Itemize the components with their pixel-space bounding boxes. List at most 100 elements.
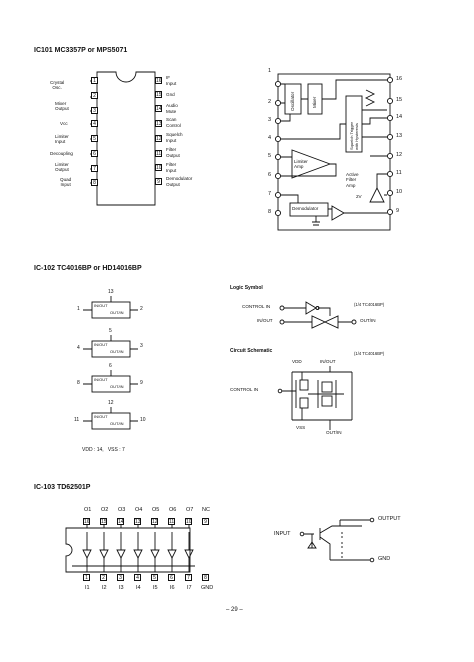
pin-3: 3 (91, 107, 98, 114)
active-filter-label: Active Filter Amp (346, 172, 359, 188)
output-label: O7 (186, 507, 194, 513)
pin-label-crystal: Crystal Osc. (50, 80, 65, 90)
input-label: I7 (187, 585, 192, 591)
input-label: I2 (102, 585, 107, 591)
pin: 13 (134, 518, 141, 525)
block-num: 14 (396, 114, 403, 120)
switch-in: IN/OUT (94, 342, 108, 347)
pin-1: 1 (91, 77, 98, 84)
pin-label-mixer: Mixer Output (55, 101, 69, 111)
vdd-vss-note: VDD : 14, VSS : 7 (82, 447, 125, 453)
pin-11: 11 (74, 417, 80, 423)
out-in-label-2: OUT/IN (326, 430, 342, 435)
pin-5: 5 (91, 135, 98, 142)
output-label: O1 (84, 507, 92, 513)
block-num: 8 (268, 209, 272, 215)
pin: 6 (168, 574, 175, 581)
input-label: I6 (170, 585, 175, 591)
block-num: 11 (396, 170, 402, 176)
ic101-title: IC101 MC3357P or MPS5071 (34, 47, 128, 54)
input-label: I5 (153, 585, 158, 591)
control-in-label-2: CONTROL IN (230, 387, 259, 392)
pin-label-quad: Quad Input (60, 177, 72, 187)
in-out-label-2: IN/OUT (320, 359, 336, 364)
block-num: 4 (268, 135, 272, 141)
switch-out: OUT/IN (110, 349, 124, 354)
pin: 11 (168, 518, 175, 525)
pin: 14 (117, 518, 124, 525)
logic-symbol-title: Logic Symbol (230, 285, 263, 291)
pin-10: 10 (140, 417, 146, 423)
pin-11: 11 (155, 150, 162, 157)
pin: 12 (151, 518, 158, 525)
pin-4: 4 (77, 345, 80, 351)
switch-in: IN/OUT (94, 414, 108, 419)
pin-label-limiter-in: Limiter Input (55, 134, 69, 144)
pin: 15 (100, 518, 107, 525)
pin-label-if: IF Input (166, 75, 177, 86)
pin-14: 14 (155, 105, 162, 112)
pin-13: 13 (108, 289, 114, 295)
pin-3: 3 (140, 343, 143, 349)
vdd-label: VDD (292, 359, 302, 364)
block-num: 7 (268, 191, 272, 197)
pin: 10 (185, 518, 192, 525)
block-num: 13 (396, 133, 403, 139)
gnd-pin-label: GND (201, 585, 214, 591)
input-label: I3 (119, 585, 124, 591)
ic103-drivers (72, 532, 195, 572)
input-label: I1 (85, 585, 90, 591)
pin-2: 2 (140, 306, 143, 312)
pin-label-scan: Scan Control (166, 117, 181, 128)
pin-9: 9 (140, 380, 143, 386)
switch-out: OUT/IN (110, 421, 124, 426)
output-label: O6 (169, 507, 177, 513)
pin: 1 (83, 574, 90, 581)
pin-label-filter-out: Filter Output (166, 147, 180, 158)
pin-4: 4 (91, 120, 98, 127)
block-num: 16 (396, 76, 403, 82)
quarter-note-2: (1/4 TC4016BP) (354, 351, 385, 356)
block-pin-circles-left (274, 80, 282, 217)
pin-12: 12 (155, 135, 162, 142)
pin-9: 9 (155, 178, 162, 185)
quarter-note: (1/4 TC4016BP) (354, 302, 385, 307)
input-label: INPUT (274, 531, 291, 537)
switch-out: OUT/IN (110, 384, 124, 389)
gnd-label: GND (378, 556, 391, 562)
oscillator-label: Oscillator (290, 91, 295, 111)
block-num: 9 (396, 208, 400, 214)
block-num: 15 (396, 97, 403, 103)
pin-label-squelch: Squelch Input (166, 132, 183, 143)
schematic-title: Circuit Schematic (230, 348, 273, 354)
mixer-label: Mixer (312, 96, 317, 108)
filter-triangle (369, 186, 385, 203)
output-label: O3 (118, 507, 126, 513)
pin: 7 (185, 574, 192, 581)
pin-12: 12 (108, 400, 114, 406)
switch-out: OUT/IN (110, 310, 124, 315)
limiter-label: Limiter Amp (294, 159, 308, 170)
output-label: OUTPUT (378, 516, 401, 522)
vss-label: VSS (296, 425, 306, 430)
pin: 8 (202, 574, 209, 581)
ic101-package (96, 71, 156, 206)
block-outline (277, 73, 391, 231)
pin: 5 (151, 574, 158, 581)
output-label: O4 (135, 507, 143, 513)
pin-6: 6 (91, 150, 98, 157)
block-num: 2 (268, 99, 272, 105)
out-in-label: OUT/IN (360, 318, 376, 323)
pin-16: 16 (155, 77, 162, 84)
block-num: 1 (268, 68, 272, 74)
pin-1: 1 (77, 306, 80, 312)
pin-5: 5 (109, 328, 112, 334)
pin-13: 13 (155, 120, 162, 127)
block-num: 3 (268, 117, 272, 123)
squelch-label: Squelch Trigger with Hysteresis (349, 121, 359, 150)
pin-label-vcc: Vcc (60, 121, 68, 126)
pin: 16 (83, 518, 90, 525)
block-num: 5 (268, 153, 272, 159)
page-number: – 29 – (226, 607, 243, 613)
